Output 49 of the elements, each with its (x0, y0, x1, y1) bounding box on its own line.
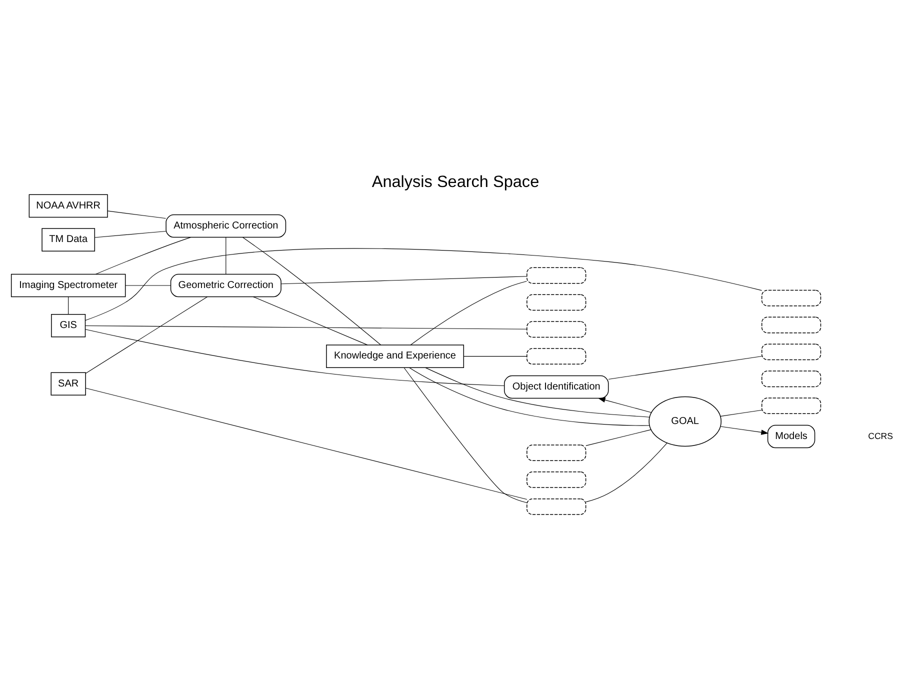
connector (125, 285, 172, 286)
connector (94, 230, 166, 238)
label: CCRS (868, 430, 893, 441)
node-box: Object Identification (504, 375, 609, 399)
connector (85, 296, 208, 374)
node-box: Imaging Spectrometer (10, 274, 126, 298)
node-box (761, 316, 822, 334)
connector (107, 210, 166, 219)
connector (85, 329, 505, 386)
node-box (526, 444, 586, 461)
connector (280, 276, 528, 284)
connector (85, 325, 528, 330)
connector (720, 410, 762, 417)
connector (586, 442, 668, 502)
node-box: Atmospheric Correction (166, 214, 286, 238)
connector (464, 356, 528, 357)
connector (85, 388, 528, 500)
node-box (761, 290, 822, 306)
connector (242, 237, 382, 346)
connector (85, 248, 762, 321)
connector (253, 296, 368, 346)
node-box: Models (767, 424, 816, 448)
node-ellipse: GOAL (648, 396, 722, 447)
connector (410, 281, 527, 346)
connector (95, 237, 191, 274)
node-box: NOAA AVHRR (28, 194, 108, 218)
node-box (526, 321, 586, 338)
node-box (526, 348, 586, 365)
connector (608, 356, 762, 380)
arrow (720, 426, 769, 435)
connector (425, 367, 650, 418)
connector (586, 429, 652, 446)
node-box: Geometric Correction (170, 274, 282, 298)
node-box: TM Data (42, 228, 96, 252)
node-box (526, 267, 586, 284)
connector (404, 367, 528, 504)
node-box: GIS (51, 314, 86, 338)
node-box (761, 344, 822, 360)
node-box: Knowledge and Experience (326, 344, 464, 368)
node-box (526, 472, 586, 488)
diagram-title: Analysis Search Space (372, 173, 540, 192)
node-box: SAR (50, 372, 86, 396)
arrow (598, 398, 652, 413)
node-box (526, 294, 586, 311)
connector (408, 367, 650, 426)
node-box (761, 370, 822, 388)
node-box (761, 398, 822, 414)
connector (68, 296, 69, 314)
node-box (526, 498, 586, 515)
